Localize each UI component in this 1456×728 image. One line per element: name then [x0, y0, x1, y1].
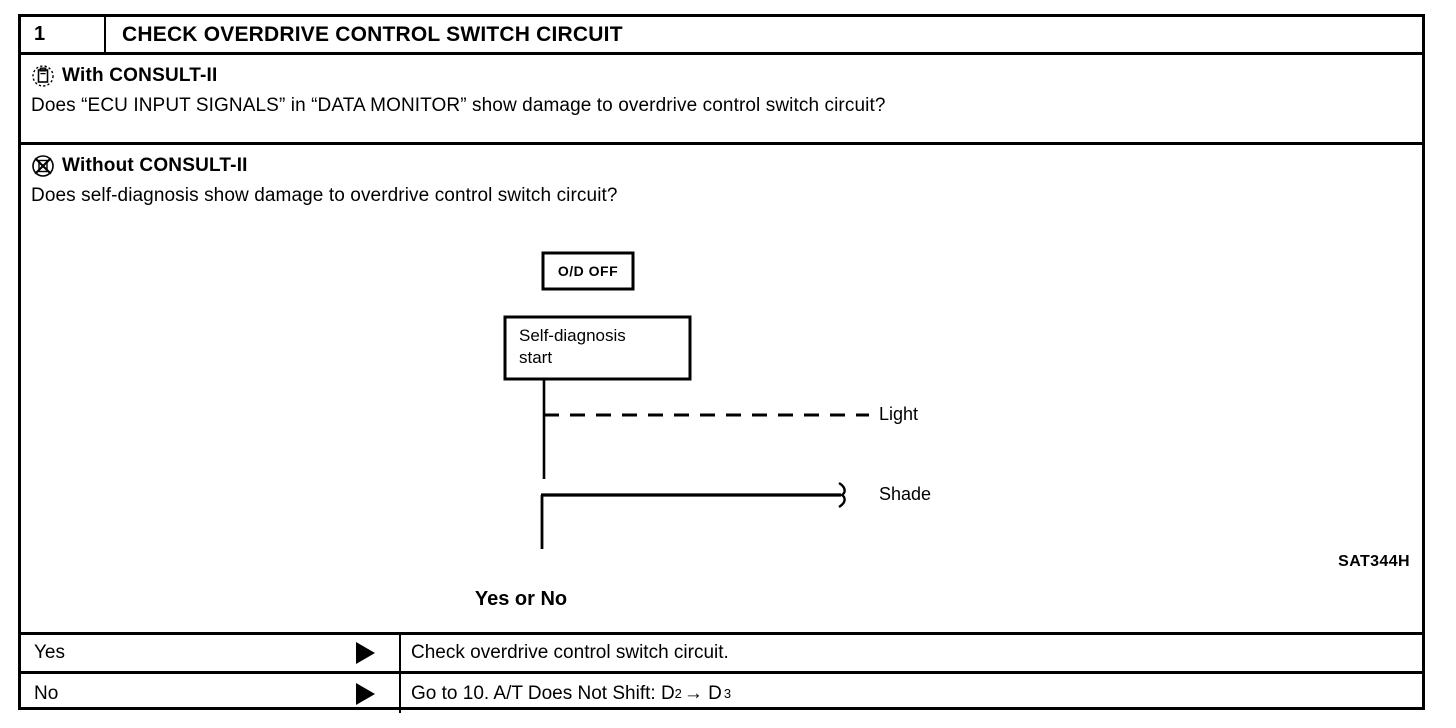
step-header-row: 1 CHECK OVERDRIVE CONTROL SWITCH CIRCUIT: [21, 17, 1422, 55]
self-diagnosis-line-1: Self-diagnosis: [519, 326, 626, 345]
answer-action-yes-text: Check overdrive control switch circuit.: [411, 642, 729, 663]
with-consult-heading-line: With CONSULT-II: [31, 63, 1422, 89]
answer-action-yes: Check overdrive control switch circuit.: [401, 635, 1422, 671]
without-consult-question: Does self-diagnosis show damage to overd…: [31, 185, 618, 206]
without-consult-heading: Without CONSULT-II: [62, 155, 248, 176]
with-consult-section: With CONSULT-II Does “ECU INPUT SIGNALS”…: [21, 55, 1422, 145]
with-consult-question: Does “ECU INPUT SIGNALS” in “DATA MONITO…: [31, 95, 886, 116]
triangle-right-icon: [331, 674, 401, 713]
answer-label-no: No: [34, 682, 59, 704]
self-diagnosis-box-label: Self-diagnosis start: [519, 325, 626, 369]
shade-label: Shade: [879, 484, 932, 504]
self-diagnosis-line-2: start: [519, 348, 553, 367]
answer-row-yes[interactable]: Yes Check overdrive control switch circu…: [21, 635, 1422, 674]
consult-tool-crossed-out-icon: [31, 154, 55, 178]
consult-tool-icon: [31, 64, 55, 88]
self-diagnosis-timing-figure: O/D OFF Self-diagnosis start Light Shade: [21, 145, 1422, 632]
decision-prompt: Yes or No: [474, 588, 568, 610]
diagnostic-step-table: 1 CHECK OVERDRIVE CONTROL SWITCH CIRCUIT…: [18, 14, 1425, 713]
answer-action-no-text: Go to 10. A/T Does Not Shift: D: [411, 682, 675, 704]
without-consult-heading-line: Without CONSULT-II: [31, 153, 1422, 179]
answer-label-yes: Yes: [34, 642, 65, 663]
answer-action-no-mid: → D: [683, 682, 722, 704]
with-consult-heading: With CONSULT-II: [62, 65, 218, 86]
triangle-right-icon: [331, 635, 401, 671]
answer-action-no-sub1: 2: [674, 686, 682, 701]
without-consult-section: Without CONSULT-II Does self-diagnosis s…: [21, 145, 1422, 635]
step-number: 1: [34, 23, 46, 45]
figure-reference-code: SAT344H: [1338, 553, 1410, 570]
step-title: CHECK OVERDRIVE CONTROL SWITCH CIRCUIT: [122, 22, 623, 46]
od-off-box-label: O/D OFF: [557, 263, 619, 279]
light-label: Light: [879, 404, 919, 424]
step-number-cell: 1: [21, 17, 106, 52]
answer-action-no-sub2: 3: [723, 686, 732, 701]
